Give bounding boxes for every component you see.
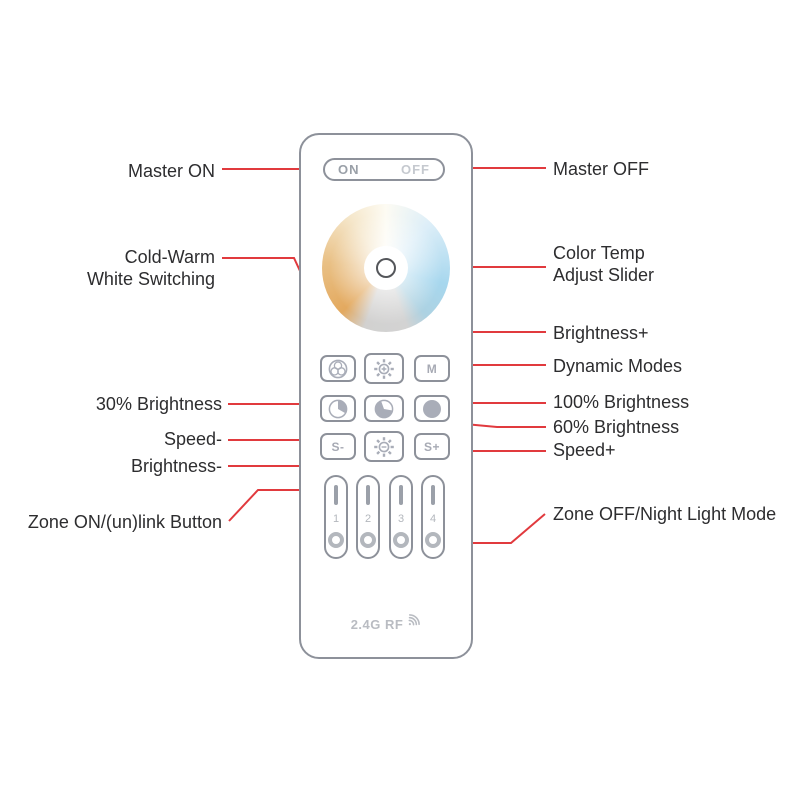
brightness-100-button[interactable] bbox=[414, 395, 450, 422]
brightness-plus-button[interactable] bbox=[364, 353, 404, 384]
zone-1-button[interactable]: 1 bbox=[324, 475, 348, 559]
mode-button-label: M bbox=[426, 361, 438, 376]
brightness-30-button[interactable] bbox=[320, 395, 356, 422]
zone-off-ring-icon[interactable] bbox=[360, 532, 376, 548]
zone-number: 4 bbox=[429, 512, 437, 525]
cct-cluster-icon bbox=[328, 359, 348, 378]
zone-on-bar-icon[interactable] bbox=[431, 485, 435, 505]
zone-2-button[interactable]: 2 bbox=[356, 475, 380, 559]
brightness-minus-button[interactable] bbox=[364, 431, 404, 462]
sun-plus-icon bbox=[374, 358, 394, 379]
label-color-temp-slider: Color Temp Adjust Slider bbox=[553, 243, 655, 285]
master-off-button[interactable]: OFF bbox=[401, 162, 430, 177]
zone-off-ring-icon[interactable] bbox=[393, 532, 409, 548]
label-brightness-plus: Brightness+ bbox=[553, 323, 649, 343]
zone-off-ring-icon[interactable] bbox=[425, 532, 441, 548]
zone-4-button[interactable]: 4 bbox=[421, 475, 445, 559]
label-30-brightness: 30% Brightness bbox=[95, 394, 222, 414]
label-cold-warm-switching: Cold-Warm White Switching bbox=[86, 247, 215, 289]
rf-signal-icon bbox=[408, 614, 421, 626]
rf-branding: 2.4G RF bbox=[301, 613, 471, 632]
zone-3-button[interactable]: 3 bbox=[389, 475, 413, 559]
speed-plus-label: S+ bbox=[423, 439, 440, 454]
label-speed-minus: Speed- bbox=[163, 429, 222, 449]
master-on-button[interactable]: ON bbox=[338, 162, 360, 177]
remote-control-body: ON OFF bbox=[299, 133, 473, 659]
rf-label: 2.4G RF bbox=[350, 617, 404, 632]
label-master-off: Master OFF bbox=[553, 159, 650, 179]
zone-number: 2 bbox=[364, 512, 372, 525]
zone-on-bar-icon[interactable] bbox=[366, 485, 370, 505]
label-60-brightness: 60% Brightness bbox=[553, 417, 680, 437]
speed-minus-button[interactable]: S- bbox=[320, 433, 356, 460]
pie-60-icon bbox=[374, 399, 394, 418]
sun-minus-icon bbox=[374, 436, 394, 457]
zone-on-bar-icon[interactable] bbox=[334, 485, 338, 505]
speed-plus-button[interactable]: S+ bbox=[414, 433, 450, 460]
zone-off-ring-icon[interactable] bbox=[328, 532, 344, 548]
color-temp-wheel-center bbox=[364, 246, 408, 290]
zone-on-bar-icon[interactable] bbox=[399, 485, 403, 505]
color-temp-wheel-ring-icon bbox=[376, 258, 396, 278]
label-master-on: Master ON bbox=[127, 161, 215, 181]
full-circle-icon bbox=[423, 399, 441, 418]
label-dynamic-modes: Dynamic Modes bbox=[553, 356, 683, 376]
label-zone-on-link: Zone ON/(un)link Button bbox=[27, 512, 222, 532]
zone-number: 3 bbox=[397, 512, 405, 525]
master-power-pill: ON OFF bbox=[323, 158, 445, 181]
label-speed-plus: Speed+ bbox=[553, 440, 616, 460]
dynamic-modes-button[interactable]: M bbox=[414, 355, 450, 382]
label-zone-off-night: Zone OFF/Night Light Mode bbox=[553, 504, 777, 524]
speed-minus-label: S- bbox=[331, 439, 345, 454]
cold-warm-switch-button[interactable] bbox=[320, 355, 356, 382]
zone-number: 1 bbox=[332, 512, 340, 525]
brightness-60-button[interactable] bbox=[364, 395, 404, 422]
label-brightness-minus: Brightness- bbox=[130, 456, 222, 476]
pie-30-icon bbox=[328, 399, 348, 418]
label-100-brightness: 100% Brightness bbox=[553, 392, 690, 412]
color-temp-wheel[interactable] bbox=[322, 204, 450, 332]
